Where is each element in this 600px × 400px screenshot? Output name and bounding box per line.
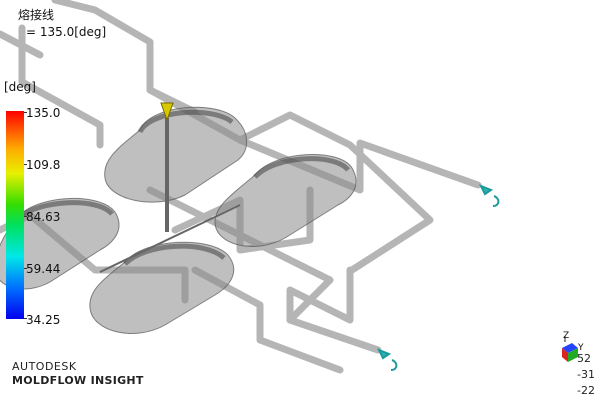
triad-value-2: -31 [577,368,595,381]
cavity-rims [18,109,350,266]
channel-right [236,111,434,274]
cavity-left [0,197,120,290]
legend-tick-min: 34.25 [26,313,61,327]
unit-label: [deg] [4,80,36,94]
triad-y-label: Y [578,343,584,353]
tick-mark [24,216,27,217]
brand-product-name: MOLDFLOW INSIGHT [12,374,144,387]
channel-bottom [191,266,344,374]
coolant-inlet-markers [376,184,500,371]
color-scale-bar [6,111,24,319]
tick-mark [24,318,27,319]
channel-bottom-right [286,316,382,354]
tick-mark [24,164,27,165]
triad-z-label: Z [563,331,570,341]
tick-mark [24,268,27,269]
gate-cone [160,102,174,122]
tick-mark [24,112,27,113]
inlet-marker-bottom [376,348,392,360]
legend-tick-4: 59.44 [26,262,61,276]
cavity-top [104,106,248,203]
runner-system [99,118,241,273]
brand-line-1: AUTODESK [12,360,77,373]
legend-tick-3: 84.63 [26,210,61,224]
legend-tick-2: 109.8 [26,158,61,172]
triad-value-1: 52 [577,352,591,365]
channel-top [51,0,199,116]
cavity-right [214,153,357,247]
channel-left [18,24,104,149]
inlet-marker-top [478,184,494,196]
channel-lower [146,186,354,324]
result-value: = 135.0[deg] [26,25,107,39]
autodesk-moldflow-logo: AUTODESK MOLDFLOW INSIGHT [12,360,144,387]
orientation-triad [562,336,578,362]
cavity-bottom [89,241,235,334]
result-title: 熔接线 [18,8,55,22]
triad-value-3: -22 [577,384,595,397]
brand-line-2: MOLDFLOW INSIGHT [12,374,144,387]
legend-tick-max: 135.0 [26,106,61,120]
cooling-channels [0,0,482,374]
